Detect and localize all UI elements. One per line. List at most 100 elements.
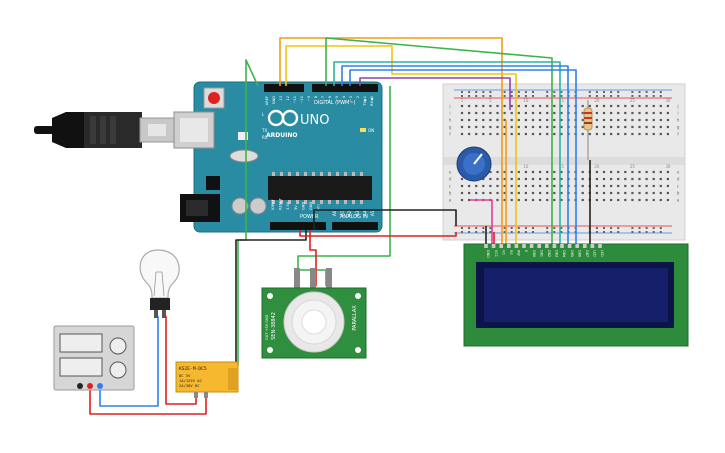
wire-black-gnd <box>235 230 307 366</box>
arduino-model-label: UNO <box>300 113 329 128</box>
header-pin-label: 12 <box>286 96 290 101</box>
breadboard-column-number: 1 <box>461 98 464 103</box>
breadboard-row-letter: e <box>677 171 680 176</box>
breadboard-column-number: 25 <box>630 164 636 169</box>
lcd-display <box>463 243 689 347</box>
lcd-pin-label: LED <box>600 250 604 257</box>
analog-pin-label: A3 <box>355 210 360 216</box>
power-pin-label: GND <box>309 202 313 210</box>
lcd-pin-label: RW <box>517 250 521 256</box>
power-pin-label: 5V <box>294 205 298 210</box>
breadboard-row-letter: e <box>449 171 452 176</box>
breadboard-row-letter: i <box>449 111 450 117</box>
lcd-pin-label: DB4 <box>562 250 566 257</box>
resistor <box>583 100 593 160</box>
lcd-pin <box>484 244 488 248</box>
lcd-pin <box>522 244 526 248</box>
usb-cable <box>34 112 175 148</box>
lcd-pin <box>499 244 503 248</box>
analog-pin-label: A5 <box>370 210 375 216</box>
breadboard-row-letter: a <box>677 199 680 204</box>
power-pin-label: Vin <box>317 204 321 210</box>
header-pin-label: AREF <box>265 96 269 105</box>
breadboard-row-letter: f <box>677 132 679 138</box>
lcd-pin-label: GND <box>486 250 490 258</box>
header-pin-label: TX▶1 <box>363 96 367 107</box>
arduino-uno-board <box>173 81 383 233</box>
lcd-pin <box>590 244 595 248</box>
header-pin-label: 8 <box>314 95 318 98</box>
analog-pin-label: A1 <box>340 210 345 216</box>
on-led <box>360 128 366 132</box>
analog-pin-label: A4 <box>362 210 367 216</box>
digital-pins-label: DIGITAL (PWM~) <box>314 100 356 106</box>
rx-led-label: RX <box>262 135 268 140</box>
wire-blue-1 <box>341 65 569 244</box>
wires <box>89 37 591 415</box>
lcd-pin <box>545 244 549 248</box>
breadboard-row-letter: a <box>449 199 452 204</box>
breadboard-row-letter: f <box>449 132 451 138</box>
relay-spec-1: DC 5V <box>179 373 191 378</box>
breadboard-column-number: 10 <box>523 164 529 169</box>
power-pin-label: IOREF <box>271 199 275 210</box>
wire-black-bb <box>313 209 457 230</box>
lcd-pin-label: DB7 <box>585 250 589 257</box>
relay-spec-3: 2A/30V DC <box>179 383 200 388</box>
pir-sensor <box>261 268 367 359</box>
pir-pin-labels: OUT +5V GND <box>265 314 269 340</box>
breadboard-row-letter: g <box>677 126 680 131</box>
lcd-pin-label: DB2 <box>547 250 551 257</box>
wire-blue-2 <box>349 69 577 244</box>
header-pin-label: ~9 <box>307 95 311 101</box>
breadboard-row-letter: j <box>676 104 678 110</box>
lcd-pin <box>552 244 557 248</box>
header-pin-label: ~10 <box>300 95 304 103</box>
breadboard-column-number: 30 <box>665 98 671 103</box>
lcd-pin-label: DB5 <box>570 250 574 257</box>
wire-red-relay <box>89 390 207 415</box>
lcd-pin <box>560 244 564 248</box>
pir-label-right: PARALLAX <box>352 305 358 331</box>
lcd-pin-label: E <box>524 250 528 252</box>
lcd-pin-label: RS <box>509 250 513 255</box>
power-pin-label: GND <box>301 202 305 210</box>
lcd-pin <box>491 244 496 248</box>
header-pin-label: 2 <box>356 96 360 98</box>
lcd-pin-label: V0 <box>501 250 505 254</box>
analog-pin-label: A0 <box>332 210 337 216</box>
arduino-brand-label: ARDUINO <box>266 132 297 139</box>
lcd-pin <box>507 244 511 248</box>
header-pin-label: ~5 <box>335 96 339 101</box>
breadboard-column-number: 25 <box>630 98 636 103</box>
power-pin-label: 3.3V <box>286 201 290 210</box>
header-pin-label: 7 <box>321 96 325 98</box>
breadboard-row-letter: b <box>449 191 452 197</box>
lcd-pin <box>514 244 519 248</box>
breadboard-column-number: 30 <box>665 164 671 169</box>
lcd-pin <box>583 244 587 248</box>
breadboard-row-letter: d <box>449 177 452 183</box>
analog-pin-label: A2 <box>347 210 352 216</box>
wire-pink <box>470 199 493 244</box>
potentiometer[interactable] <box>456 146 492 182</box>
lcd-pin <box>529 244 534 248</box>
breadboard-column-number: 20 <box>594 164 600 169</box>
power-supply <box>53 325 135 391</box>
wire-green-top <box>325 37 553 244</box>
on-led-label: ON <box>368 128 374 133</box>
breadboard-row-letter: j <box>448 104 450 110</box>
wire-purple <box>359 77 511 110</box>
lcd-pin-label: DB0 <box>532 250 536 257</box>
analog-pins-label: ANALOG IN <box>340 214 368 220</box>
breadboard-row-letter: g <box>449 126 452 131</box>
breadboard-row-letter: c <box>449 185 452 190</box>
wire-orange <box>279 37 503 244</box>
power-pins-label: POWER <box>300 214 319 220</box>
header-pin-label: ~11 <box>293 96 297 104</box>
breadboard-column-number: 15 <box>559 98 565 103</box>
lcd-pin <box>537 244 541 248</box>
relay-model-label: KS2E-M-DC5 <box>179 366 207 372</box>
